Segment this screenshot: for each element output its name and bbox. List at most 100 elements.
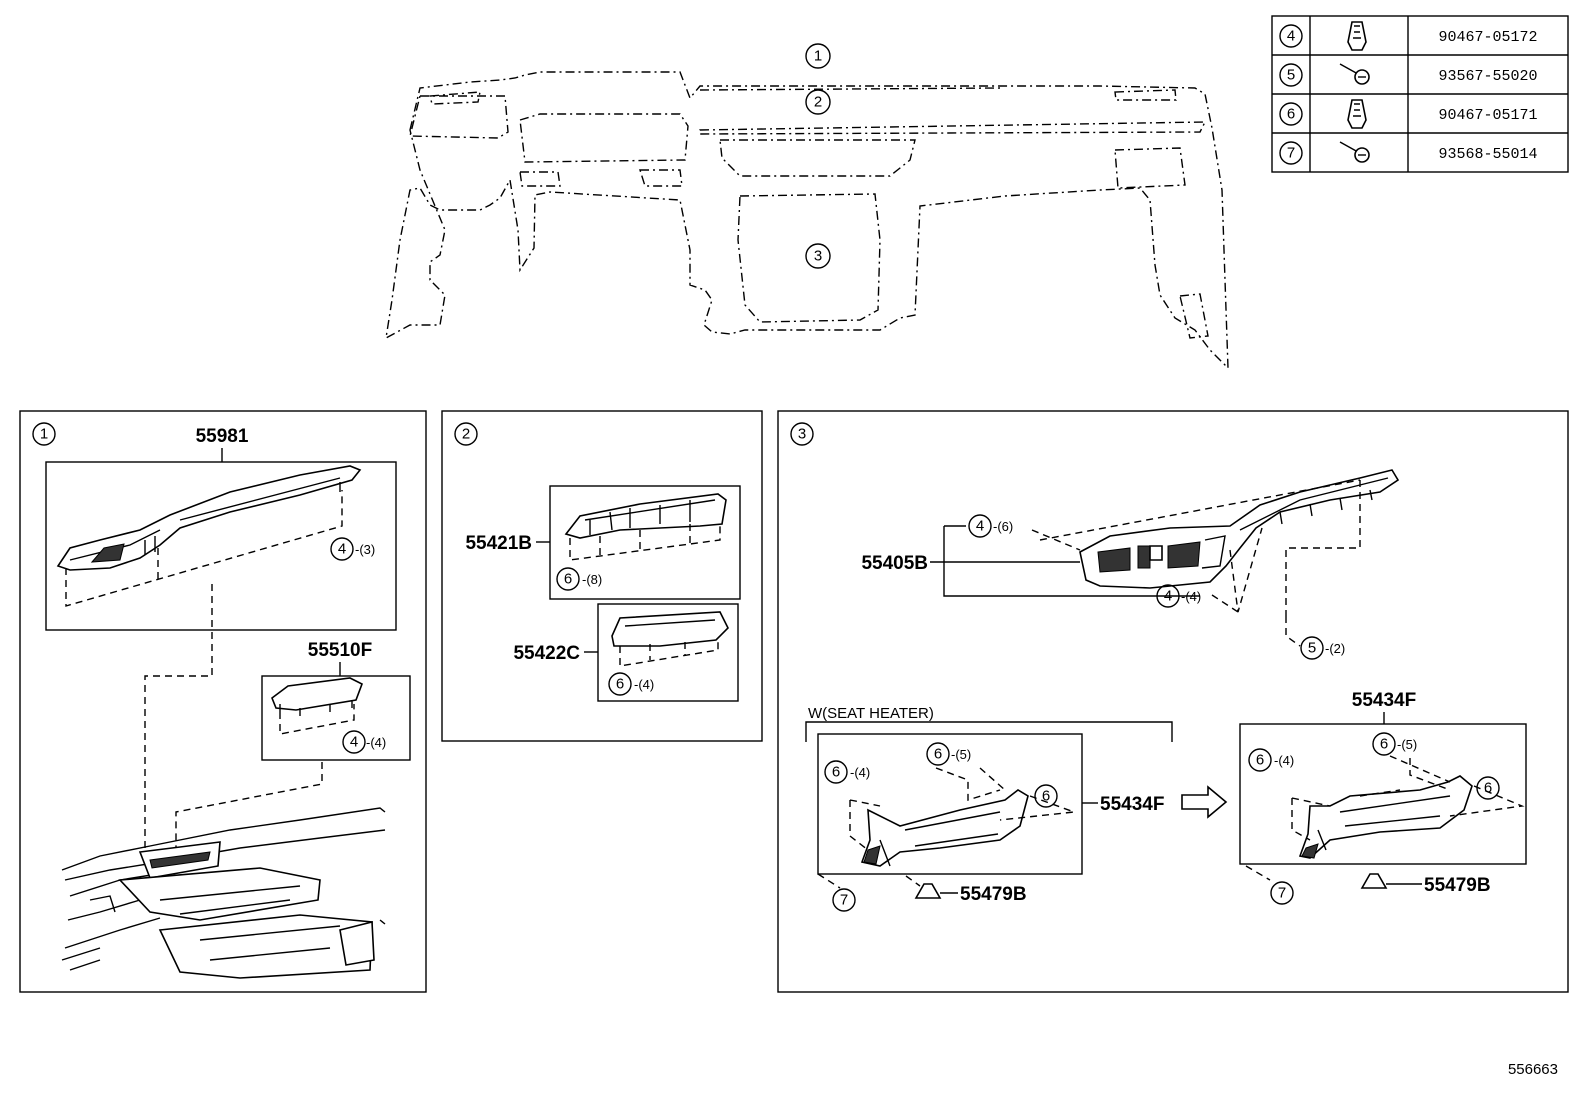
part-group-box [45, 461, 397, 631]
table-ref: 5 [1287, 67, 1295, 84]
clip-icon [1347, 21, 1367, 51]
quantity-label: -(4) [366, 735, 386, 750]
callout-number: 6 [1380, 736, 1388, 753]
switch-button-part [1360, 873, 1388, 889]
callout-number: 7 [840, 892, 848, 909]
part-group-box [817, 733, 1083, 875]
screw-callout: 7 [1270, 881, 1294, 905]
part-number-label: 55422C [513, 643, 580, 664]
quantity-label: -(8) [582, 572, 602, 587]
part-number-label: 55421B [465, 533, 532, 554]
panel-frame [441, 410, 763, 742]
callout-number: 3 [814, 248, 822, 265]
diagram-id: 556663 [1508, 1061, 1558, 1078]
quantity-label: -(6) [993, 519, 1013, 534]
callout-number: 6 [934, 746, 942, 763]
callout-number: 6 [832, 764, 840, 781]
panel-frame [19, 410, 427, 993]
console-side-panel-part [860, 789, 1029, 867]
clip-callout: 4 -(3) [330, 537, 375, 561]
panel-frame [777, 410, 1569, 993]
part-number-label: 55510F [308, 640, 372, 661]
clip-callout: 4 -(6) [968, 514, 1013, 538]
quantity-label: -(4) [1274, 753, 1294, 768]
table-ref: 6 [1287, 106, 1295, 123]
panel-number: 3 [798, 426, 806, 443]
callout-number: 6 [616, 676, 624, 693]
callout-number: 7 [1278, 885, 1286, 902]
table-ref: 7 [1287, 145, 1295, 162]
center-trim-part [1079, 469, 1400, 589]
callout-number: 6 [1256, 752, 1264, 769]
table-row: 6 90467-05171 [1279, 99, 1538, 129]
variant-group-left: 6 -(4) 6 -(5) 6 55434F 7 [817, 733, 1164, 912]
screw-icon [1339, 141, 1370, 163]
dashboard-top-panel-part [56, 465, 362, 571]
quantity-label: -(4) [634, 677, 654, 692]
dashboard-installed-view [61, 807, 386, 979]
clip-callout: 6 -(4) [824, 760, 870, 784]
callout-number: 5 [1308, 640, 1316, 657]
clip-icon [1347, 99, 1367, 129]
dashboard-overview: 1 2 3 [385, 43, 1229, 370]
overview-callout-3: 3 [805, 243, 831, 269]
callout-number: 1 [814, 48, 822, 65]
detail-panel-3: 3 55405B 4 -(6) 4 -(4) 5 - [777, 410, 1569, 993]
screw-icon [1339, 63, 1370, 85]
part-number-label: 55405B [861, 553, 928, 574]
clip-callout: 6 [1034, 784, 1058, 808]
callout-number: 6 [1484, 780, 1492, 797]
variant-label: W(SEAT HEATER) [808, 705, 934, 722]
switch-button-part [914, 883, 942, 899]
lower-cover-part [611, 611, 729, 647]
console-side-panel-part [1298, 775, 1473, 859]
arrow-right-icon [1181, 785, 1228, 819]
callout-number: 6 [564, 571, 572, 588]
callout-number: 4 [338, 541, 346, 558]
part-number-label: 55981 [196, 426, 249, 447]
callout-number: 6 [1042, 788, 1050, 805]
part-number-label: 55434F [1352, 690, 1416, 711]
table-row: 4 90467-05172 [1279, 21, 1538, 51]
clip-callout: 4 -(4) [342, 730, 386, 754]
quantity-label: -(5) [1397, 737, 1417, 752]
part-group-box [1239, 723, 1527, 865]
part-number-label: 55434F [1100, 794, 1164, 815]
table-part-number: 93567-55020 [1438, 68, 1537, 85]
quantity-label: -(5) [951, 747, 971, 762]
upper-cover-part [564, 493, 727, 539]
clip-callout: 6 -(4) [608, 672, 654, 696]
overview-callout-1: 1 [805, 43, 831, 69]
callout-number: 4 [1164, 588, 1172, 605]
variant-group-right: 55434F 6 -(4) 6 -(5) 6 [1239, 690, 1527, 905]
table-part-number: 93568-55014 [1438, 146, 1537, 163]
panel-number: 1 [40, 426, 48, 443]
clip-callout: 4 -(4) [1156, 584, 1201, 608]
table-row: 7 93568-55014 [1279, 141, 1538, 165]
clip-callout: 6 -(8) [556, 567, 602, 591]
table-row: 5 93567-55020 [1279, 63, 1538, 87]
panel-number: 2 [462, 426, 470, 443]
table-part-number: 90467-05172 [1438, 29, 1537, 46]
fastener-table: 4 90467-05172 5 93567-55020 6 [1271, 15, 1569, 173]
screw-callout: 7 [832, 888, 856, 912]
screw-callout: 5 -(2) [1300, 636, 1345, 660]
clip-callout: 6 -(4) [1248, 748, 1294, 772]
part-number-label: 55479B [960, 884, 1027, 905]
clip-callout: 6 -(5) [1372, 732, 1417, 756]
quantity-label: -(4) [850, 765, 870, 780]
table-ref: 4 [1287, 28, 1295, 45]
part-number-label: 55479B [1424, 875, 1491, 896]
callout-number: 4 [976, 518, 984, 535]
quantity-label: -(3) [355, 542, 375, 557]
callout-number: 4 [350, 734, 358, 751]
quantity-label: -(2) [1325, 641, 1345, 656]
overview-callout-2: 2 [805, 89, 831, 115]
clip-callout: 6 [1476, 776, 1500, 800]
table-part-number: 90467-05171 [1438, 107, 1537, 124]
callout-number: 2 [814, 94, 822, 111]
part-group-box [261, 675, 411, 761]
quantity-label: -(4) [1181, 589, 1201, 604]
lid-part [271, 677, 364, 716]
